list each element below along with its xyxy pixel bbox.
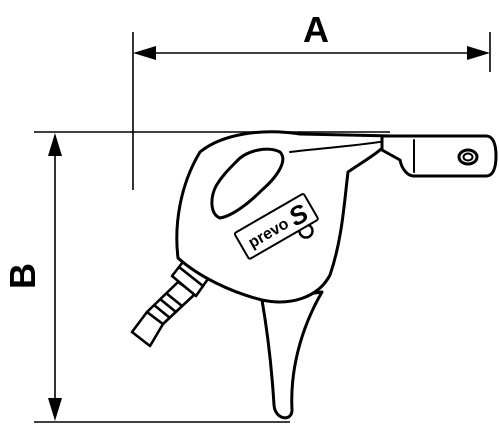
- fitting-ring: [159, 297, 177, 314]
- dimension-a: A: [132, 9, 491, 190]
- nozzle-holder: [380, 134, 498, 178]
- fitting-ring: [153, 303, 171, 320]
- dimension-b-label: B: [2, 263, 43, 289]
- dimension-b: B: [2, 131, 390, 423]
- grip-opening: [210, 147, 285, 220]
- brand-label: prevo S: [233, 193, 319, 260]
- dimension-a-arrow-left: [133, 46, 156, 60]
- brand-label-plate: [233, 193, 319, 260]
- dimension-a-arrow-right: [467, 46, 490, 60]
- gun-body: [175, 130, 498, 420]
- dimension-a-label: A: [303, 9, 329, 50]
- dimension-b-arrow-bottom: [48, 398, 62, 421]
- hex-collar-edge: [178, 265, 204, 288]
- trigger: [260, 290, 324, 420]
- dimension-b-arrow-top: [48, 133, 62, 156]
- fitting-ring: [165, 291, 183, 308]
- nozzle-hole-inner: [462, 152, 474, 162]
